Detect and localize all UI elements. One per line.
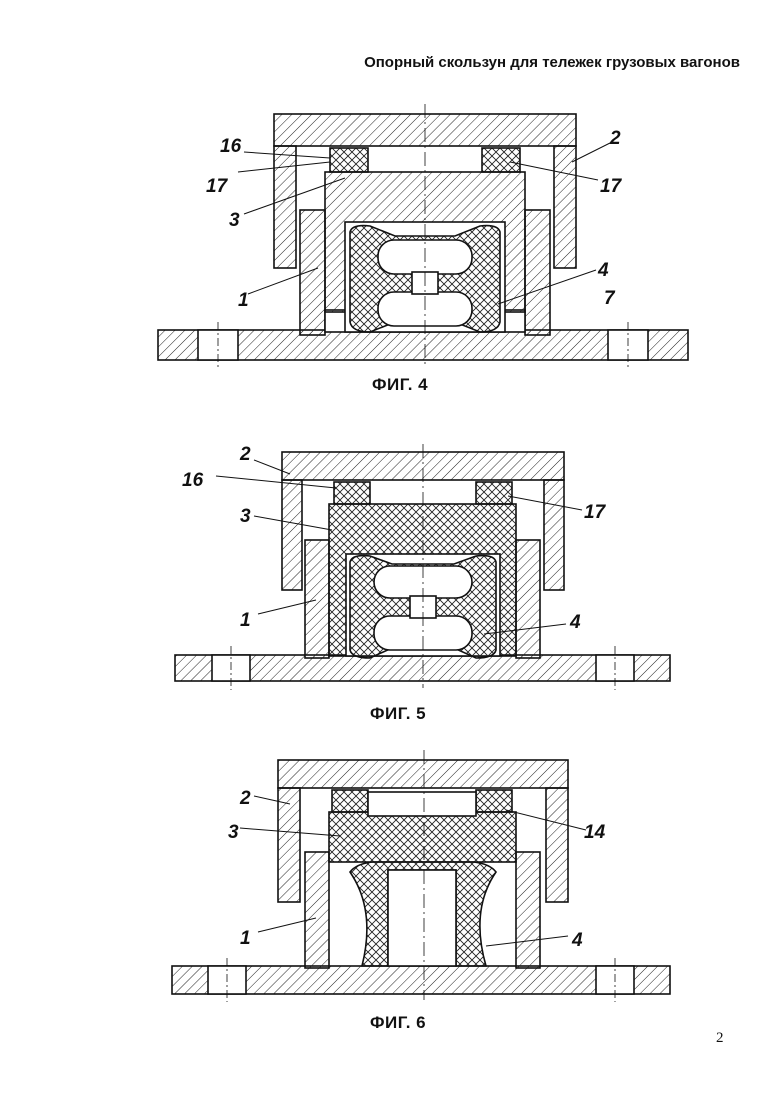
slider-insert-right	[475, 789, 513, 813]
body-left-wall	[304, 851, 330, 969]
slider-insert-left	[329, 147, 369, 173]
label-16: 16	[182, 470, 204, 491]
label-1: 1	[240, 610, 251, 631]
cap-right-side	[545, 787, 569, 903]
cap	[277, 759, 569, 789]
label-4: 4	[571, 930, 583, 951]
label-3: 3	[229, 210, 240, 231]
base-plate	[157, 329, 689, 361]
cap-left-side	[273, 145, 297, 269]
cap-right-side	[553, 145, 577, 269]
base-plate	[171, 965, 671, 995]
label-7: 7	[604, 288, 616, 309]
label-1: 1	[238, 290, 249, 311]
body-left-wall	[304, 539, 330, 659]
label-17-right: 17	[600, 176, 623, 197]
label-14: 14	[584, 822, 606, 843]
cap-left-side	[277, 787, 301, 903]
label-4: 4	[569, 612, 581, 633]
slider-insert-left	[333, 481, 371, 505]
slider-insert-right	[481, 147, 521, 173]
figure-4-caption: ФИГ. 4	[372, 375, 429, 394]
slider-insert-left	[331, 789, 369, 813]
label-1: 1	[240, 928, 251, 949]
figure-5-caption: ФИГ. 5	[370, 704, 427, 723]
label-17: 17	[584, 502, 607, 523]
body-right-wall	[515, 539, 541, 659]
body-left-wall	[299, 209, 326, 336]
label-2: 2	[239, 788, 251, 809]
label-2: 2	[609, 128, 621, 149]
slider-insert-right	[475, 481, 513, 505]
body-right-wall	[515, 851, 541, 969]
label-3: 3	[228, 822, 239, 843]
document-title: Опорный скользун для тележек грузовых ва…	[364, 54, 740, 71]
figure-6-drawing: 2 3 14 1 4	[171, 750, 671, 1002]
figure-4-drawing: 16 17 3 2 17 1 4 7	[157, 104, 689, 368]
plunger	[328, 811, 517, 863]
label-4: 4	[597, 260, 609, 281]
cap-right-side	[543, 479, 565, 591]
label-17-left: 17	[206, 176, 229, 197]
elastic-element	[349, 861, 497, 967]
page-number: 2	[716, 1030, 724, 1046]
figure-5-drawing: 2 16 3 17 1 4	[174, 444, 671, 690]
label-3: 3	[240, 506, 251, 527]
cap-left-side	[281, 479, 303, 591]
figure-6-caption: ФИГ. 6	[370, 1013, 427, 1032]
body-right-wall	[524, 209, 551, 336]
label-2: 2	[239, 444, 251, 465]
label-16: 16	[220, 136, 242, 157]
